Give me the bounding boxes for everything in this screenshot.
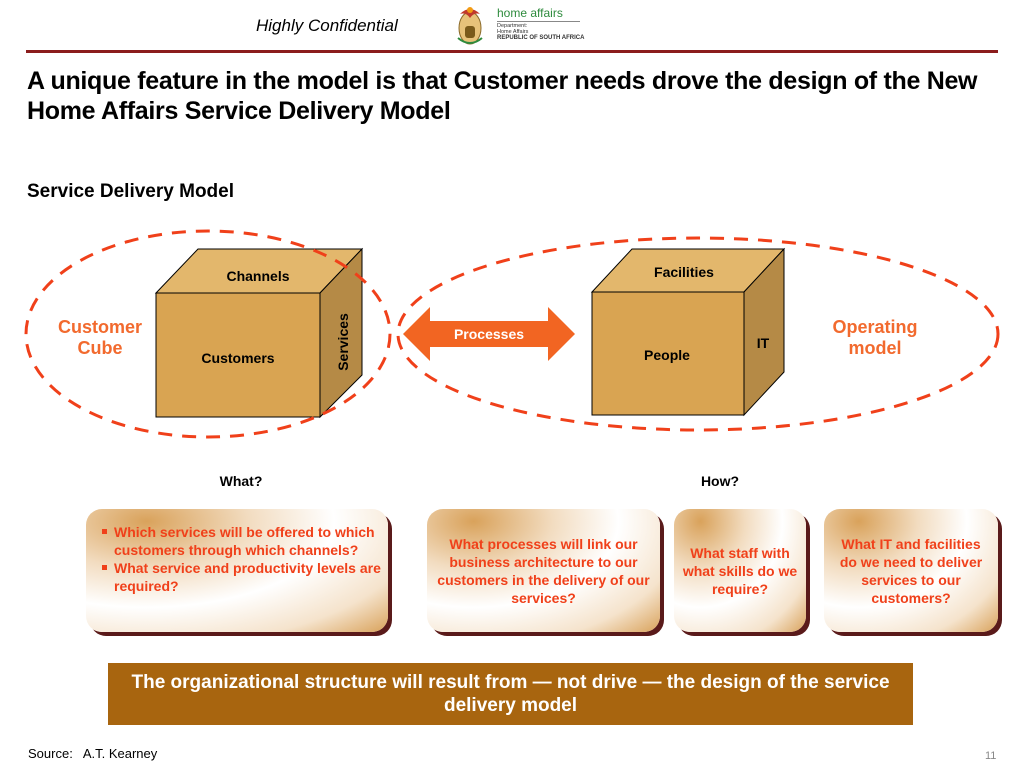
- customer-cube: Channels Customers Services: [154, 247, 364, 419]
- logo-country: REPUBLIC OF SOUTH AFRICA: [497, 35, 585, 41]
- cube-side-it: IT: [757, 335, 770, 351]
- page-number: 11: [985, 750, 997, 762]
- service-delivery-diagram: Channels Customers Services Facilities P…: [24, 229, 1000, 439]
- logo-title: home affairs: [497, 6, 563, 20]
- operating-model-label: Operating model: [815, 317, 935, 359]
- operating-model-label-line2: model: [848, 338, 902, 358]
- operating-cube-front: [591, 291, 745, 416]
- coat-of-arms-icon: [457, 7, 483, 45]
- customer-cube-label-line1: Customer: [57, 317, 142, 337]
- logo-line-1: Department:: [497, 23, 528, 29]
- section-subtitle: Service Delivery Model: [27, 181, 234, 202]
- what-questions-list: Which services will be offered to which …: [92, 523, 382, 595]
- conclusion-banner: The organizational structure will result…: [108, 663, 913, 725]
- customer-cube-label: Customer Cube: [48, 317, 152, 359]
- how-pill-label: How?: [700, 473, 740, 489]
- conclusion-text: The organizational structure will result…: [131, 672, 890, 716]
- home-affairs-logo: [457, 7, 483, 45]
- logo-subtitle: Department: Home Affairs REPUBLIC OF SOU…: [497, 23, 584, 41]
- page-title: A unique feature in the model is that Cu…: [27, 67, 978, 125]
- what-question-item: Which services will be offered to which …: [102, 523, 382, 559]
- operating-cube: Facilities People IT: [590, 247, 786, 417]
- cube-side-services: Services: [335, 313, 351, 371]
- source-value: A.T. Kearney: [82, 746, 158, 761]
- confidentiality-label: Highly Confidential: [256, 16, 398, 35]
- what-pill-label: What?: [219, 473, 263, 489]
- how-it-facilities-box: What IT and facilities do we need to del…: [824, 509, 998, 632]
- processes-label: Processes: [454, 326, 524, 342]
- operating-model-label-line1: Operating: [832, 317, 918, 337]
- cube-top-channels: Channels: [226, 268, 289, 284]
- header-divider: [26, 50, 998, 53]
- customer-cube-boundary: [24, 229, 392, 439]
- logo-line-2: Home Affairs: [497, 29, 529, 35]
- source-label: Source:: [28, 746, 73, 761]
- what-questions-box: Which services will be offered to which …: [86, 509, 388, 632]
- cube-front-customers: Customers: [201, 350, 274, 366]
- logo-line-3: REPUBLIC OF SOUTH AFRICA: [497, 35, 584, 41]
- processes-arrow: Processes: [403, 307, 575, 361]
- what-question-item: What service and productivity levels are…: [102, 559, 382, 595]
- customer-cube-front: [155, 292, 321, 418]
- cube-front-people: People: [644, 347, 690, 363]
- cube-top-facilities: Facilities: [654, 264, 714, 280]
- how-staff-box: What staff with what skills do we requir…: [674, 509, 806, 632]
- customer-cube-label-line2: Cube: [77, 338, 123, 358]
- logo-divider: [497, 21, 580, 22]
- operating-model-boundary: [396, 236, 1000, 432]
- how-processes-box: What processes will link our business ar…: [427, 509, 660, 632]
- source-note: Source: A.T. Kearney: [28, 746, 157, 761]
